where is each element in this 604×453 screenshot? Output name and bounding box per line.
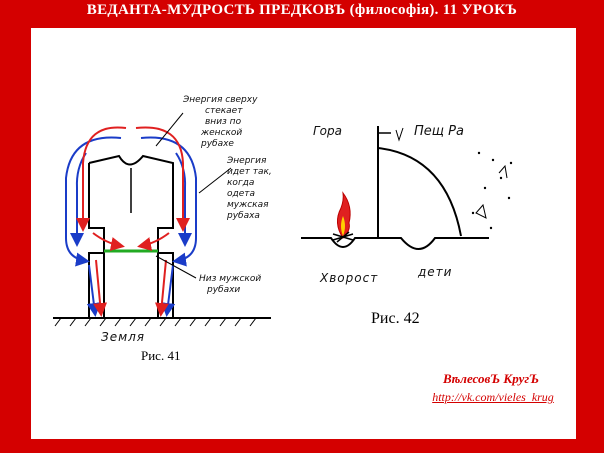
signature-name: ВѣлесовЪ КругЪ <box>442 371 540 386</box>
label-brushwood: Хворост <box>320 271 379 285</box>
signature-link[interactable]: http://vk.com/vieles_krug <box>432 390 554 404</box>
figure-42-drawing <box>301 126 513 250</box>
content-sheet: Энергия сверху стекает вниз по женской р… <box>31 28 576 439</box>
caption-fig-42: Рис. 42 <box>371 310 420 327</box>
label-energy-top: Энергия сверху стекает вниз по женской р… <box>183 95 258 149</box>
label-shirt-hem: Низ мужской рубахи <box>199 274 262 295</box>
caption-fig-41: Рис. 41 <box>141 348 181 363</box>
label-cave: Пещ Ра <box>414 124 464 139</box>
label-energy-bottom: Энергия идет так, когда одета мужская ру… <box>227 156 272 221</box>
label-ground: Земля <box>101 330 146 344</box>
label-mountain: Гора <box>313 124 342 138</box>
page-title: ВЕДАНТА-МУДРОСТЬ ПРЕДКОВЪ (философiя). 1… <box>86 2 518 18</box>
figure-41-drawing <box>53 112 271 327</box>
label-children: дети <box>418 265 453 279</box>
